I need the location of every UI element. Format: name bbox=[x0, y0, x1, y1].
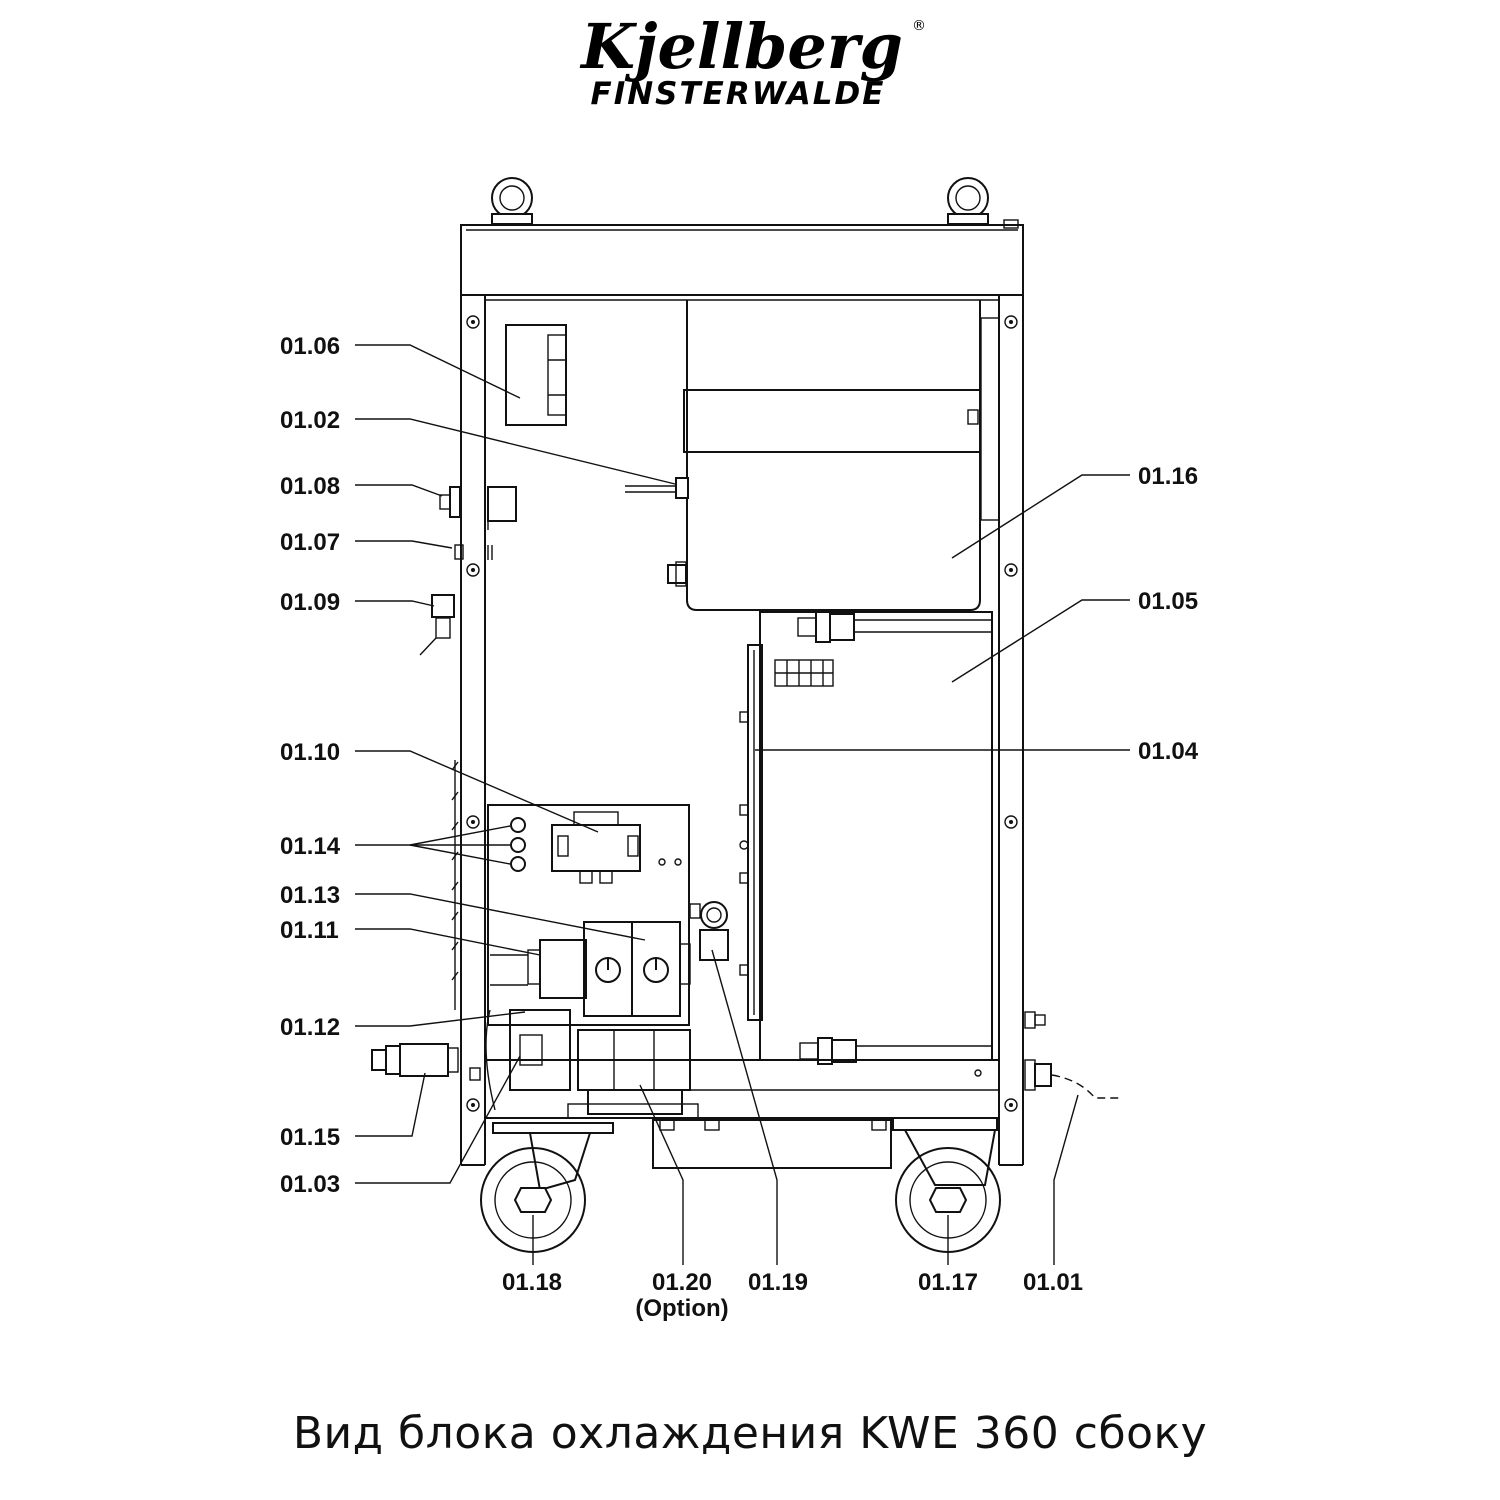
diagram-caption: Вид блока охлаждения KWE 360 сбоку bbox=[292, 1408, 1208, 1459]
callout-labels: 01.06 01.02 01.08 01.07 01.09 01.10 01.1… bbox=[280, 333, 1199, 1322]
callout-01-07: 01.07 bbox=[280, 529, 340, 556]
callout-01-02: 01.02 bbox=[280, 407, 340, 434]
leader-lines bbox=[355, 344, 1130, 1265]
callout-01-13: 01.13 bbox=[280, 882, 340, 909]
callout-01-14: 01.14 bbox=[280, 833, 341, 860]
callout-01-15: 01.15 bbox=[280, 1124, 340, 1151]
lifting-eye-right bbox=[947, 177, 989, 225]
callout-01-20-option-note: (Option) bbox=[635, 1295, 728, 1322]
callout-01-05: 01.05 bbox=[1138, 588, 1198, 615]
terminal-strip bbox=[774, 659, 834, 687]
unit-frame bbox=[451, 219, 1024, 1166]
callout-01-12: 01.12 bbox=[280, 1014, 340, 1041]
callout-01-01: 01.01 bbox=[1023, 1269, 1083, 1296]
flow-switch bbox=[689, 901, 729, 961]
callout-01-17: 01.17 bbox=[918, 1269, 978, 1296]
lifting-eye-left bbox=[491, 177, 533, 225]
frame-screws bbox=[466, 315, 1018, 1112]
coolant-tank bbox=[667, 300, 1000, 611]
base-components bbox=[485, 1009, 999, 1169]
callout-01-09: 01.09 bbox=[280, 589, 340, 616]
control-panel bbox=[487, 804, 691, 1026]
logo-city-text: FINSTERWALDE bbox=[591, 76, 886, 112]
castor-right bbox=[892, 1117, 1001, 1253]
callout-01-03: 01.03 bbox=[280, 1171, 340, 1198]
mains-cable-gland bbox=[1024, 1011, 1120, 1099]
callout-01-19: 01.19 bbox=[748, 1269, 808, 1296]
callout-01-04: 01.04 bbox=[1138, 738, 1199, 765]
callout-01-08: 01.08 bbox=[280, 473, 340, 500]
logo-registered-mark: ® bbox=[912, 18, 926, 34]
kjellberg-logo: Kjellberg ® FINSTERWALDE bbox=[579, 10, 926, 112]
side-hatching bbox=[451, 760, 459, 1010]
logo-brand-text: Kjellberg bbox=[579, 10, 903, 83]
callout-01-16: 01.16 bbox=[1138, 463, 1198, 490]
callout-01-10: 01.10 bbox=[280, 739, 340, 766]
callout-01-18: 01.18 bbox=[502, 1269, 562, 1296]
castor-left bbox=[480, 1122, 614, 1253]
relay-box bbox=[505, 324, 567, 426]
callout-01-11: 01.11 bbox=[280, 917, 339, 944]
callout-01-06: 01.06 bbox=[280, 333, 340, 360]
left-fittings bbox=[419, 486, 517, 656]
callout-01-20: 01.20 bbox=[652, 1269, 712, 1296]
water-connection bbox=[371, 1043, 481, 1081]
